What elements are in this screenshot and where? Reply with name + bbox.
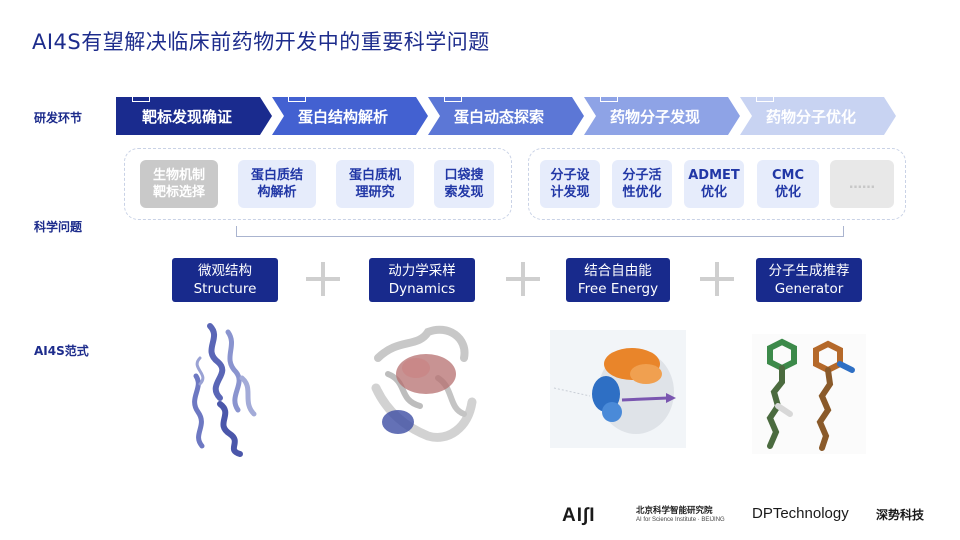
paradigm-dynamics-en: Dynamics (388, 281, 456, 297)
paradigm-structure-en: Structure (193, 281, 257, 297)
institute-cn: 北京科学智能研究院 (636, 505, 713, 515)
stage-2-number: 2 (288, 84, 306, 102)
questions-group-right (528, 148, 906, 220)
plus-icon (306, 262, 340, 296)
stage-5: 5 药物分子优化 (740, 84, 896, 135)
stage-4: 4 药物分子发现 (584, 84, 740, 135)
question-more: …… (830, 160, 894, 208)
institute-en: AI for Science Institute · BEIJING (636, 517, 725, 523)
paradigm-dynamics-cn: 动力学采样 (388, 263, 456, 279)
questions-brace (236, 226, 844, 237)
stage-3-label: 蛋白动态探索 (454, 108, 545, 126)
paradigm-dynamics: 动力学采样 Dynamics (369, 258, 475, 302)
row-label-stages: 研发环节 (34, 111, 83, 125)
row-label-questions: 科学问题 (34, 220, 83, 234)
molecule-generator-image (752, 334, 866, 454)
stage-2-label: 蛋白结构解析 (298, 108, 389, 126)
paradigm-free-energy: 结合自由能 Free Energy (566, 258, 670, 302)
stage-4-number: 4 (600, 84, 618, 102)
question-target-selection: 生物机制 靶标选择 (140, 160, 218, 208)
questions-group-left (124, 148, 512, 220)
stage-4-arrow (584, 97, 740, 135)
plus-icon (506, 262, 540, 296)
plus-icon (700, 262, 734, 296)
stage-1: 1 靶标发现确证 (116, 84, 272, 135)
question-pocket-search: 口袋搜 索发现 (434, 160, 494, 208)
aisi-logo: AI∫I (562, 505, 596, 526)
question-protein-structure: 蛋白质结 构解析 (238, 160, 316, 208)
protein-structure-image (192, 323, 257, 457)
stage-3-arrow (428, 97, 584, 135)
question-activity-optimization: 分子活 性优化 (612, 160, 672, 208)
stage-1-number: 1 (132, 84, 150, 102)
paradigm-free-energy-en: Free Energy (577, 281, 659, 297)
paradigm-structure: 微观结构 Structure (172, 258, 278, 302)
free-energy-image (550, 330, 686, 448)
paradigm-generator: 分子生成推荐 Generator (756, 258, 862, 302)
stage-1-arrow (116, 97, 272, 135)
question-molecule-design: 分子设 计发现 (540, 160, 600, 208)
paradigm-free-energy-cn: 结合自由能 (584, 263, 652, 279)
stage-2-arrow (272, 97, 428, 135)
stage-5-label: 药物分子优化 (766, 108, 857, 126)
protein-dynamics-image (371, 325, 477, 442)
dp-technology-cn: 深势科技 (876, 508, 925, 522)
paradigm-generator-cn: 分子生成推荐 (768, 263, 850, 279)
stage-1-label: 靶标发现确证 (142, 108, 233, 126)
question-cmc: CMC 优化 (757, 160, 819, 208)
stage-4-label: 药物分子发现 (610, 108, 701, 126)
question-admet: ADMET 优化 (684, 160, 744, 208)
stage-3-number: 3 (444, 84, 462, 102)
stage-5-arrow (740, 97, 896, 135)
page-title: AI4S有望解决临床前药物开发中的重要科学问题 (32, 30, 490, 54)
question-protein-mechanism: 蛋白质机 理研究 (336, 160, 414, 208)
stage-3: 3 蛋白动态探索 (428, 84, 584, 135)
dp-technology-logo: DPTechnology (752, 505, 849, 522)
paradigm-generator-en: Generator (774, 281, 844, 297)
stage-5-number: 5 (756, 84, 774, 102)
row-label-paradigm: AI4S范式 (34, 344, 89, 358)
paradigm-structure-cn: 微观结构 (198, 263, 252, 279)
stage-2: 2 蛋白结构解析 (272, 84, 428, 135)
